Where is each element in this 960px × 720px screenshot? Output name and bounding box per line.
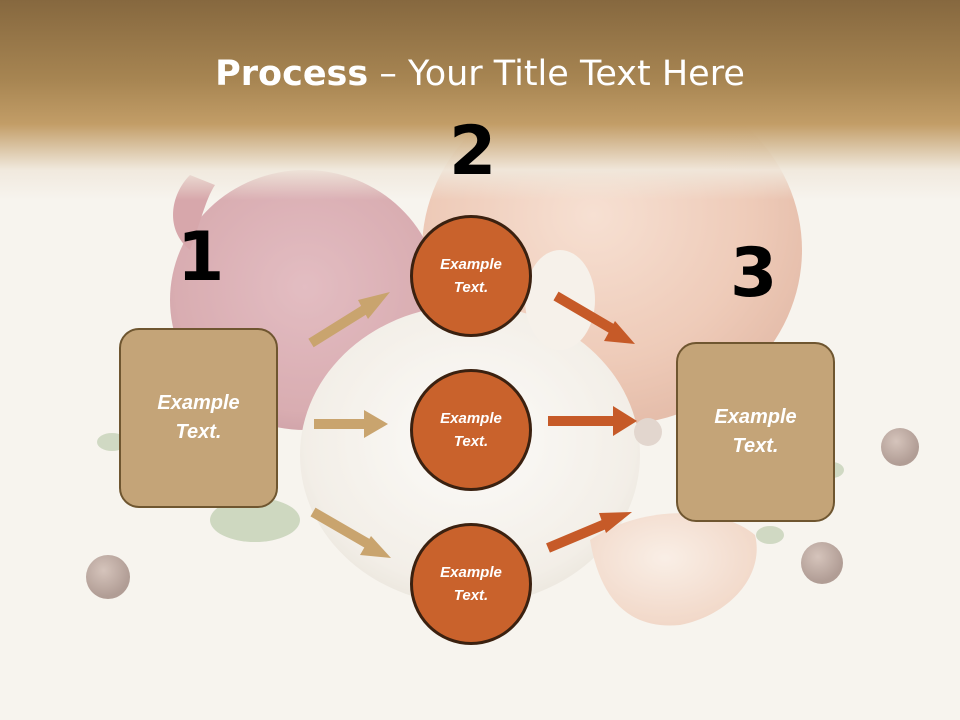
left-step-text: Example Text. — [157, 392, 240, 443]
title-banner — [0, 0, 960, 200]
arrow-left-to-middle — [314, 410, 388, 438]
title-bold: Process — [215, 54, 369, 94]
slide-title: Process – Your Title Text Here — [0, 52, 960, 96]
right-step-text: Example Text. — [714, 406, 797, 457]
step-number-3: 3 — [730, 234, 778, 313]
circle-bottom-text: Example Text. — [440, 564, 502, 604]
step-number-2: 2 — [449, 112, 497, 191]
arrow-middle-to-right — [548, 406, 637, 436]
circle-top-text: Example Text. — [440, 256, 502, 296]
circle-step-top: Example Text. — [410, 215, 532, 337]
arrow-left-to-bottom — [310, 507, 391, 558]
right-step-box: Example Text. — [676, 342, 835, 522]
arrow-left-to-top — [308, 292, 390, 348]
circle-middle-text: Example Text. — [440, 410, 502, 450]
circle-step-bottom: Example Text. — [410, 523, 532, 645]
arrow-bottom-to-right — [546, 512, 632, 553]
arrow-top-to-right — [553, 291, 635, 344]
title-rest: – Your Title Text Here — [368, 54, 745, 94]
left-step-box: Example Text. — [119, 328, 278, 508]
step-number-1: 1 — [177, 218, 225, 297]
circle-step-middle: Example Text. — [410, 369, 532, 491]
